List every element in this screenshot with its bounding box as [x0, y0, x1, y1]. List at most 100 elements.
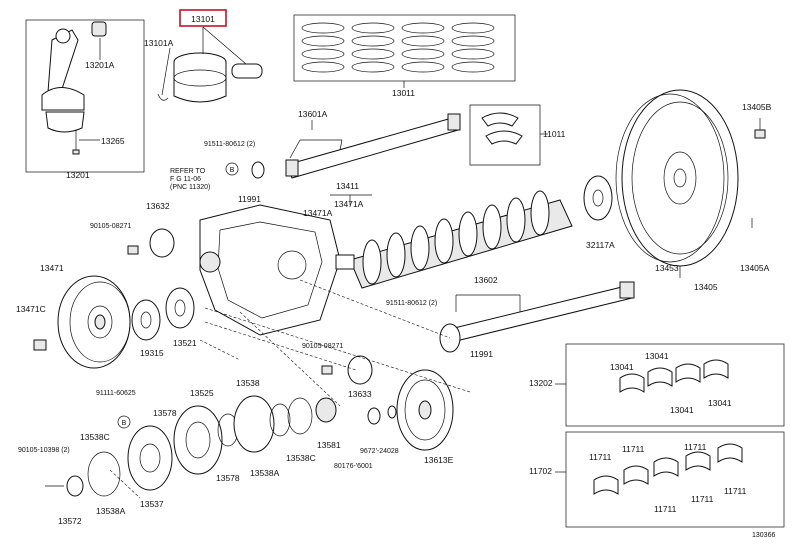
label-13405a[interactable]: 13405A	[740, 263, 770, 273]
label-13405[interactable]: 13405	[694, 282, 718, 292]
label-9672-24028[interactable]: 9672'-24028	[360, 448, 399, 455]
label-11711-a[interactable]: 11711	[589, 452, 612, 462]
label-refer-fig[interactable]: F G 11-06	[170, 176, 201, 183]
label-11711-f[interactable]: 11711	[654, 504, 677, 514]
label-13471a-left[interactable]: 13471A	[303, 208, 333, 218]
label-13471[interactable]: 13471	[40, 263, 64, 273]
piston-ring	[401, 22, 445, 34]
label-13538[interactable]: 13538	[236, 378, 260, 388]
label-13265[interactable]: 13265	[101, 136, 125, 146]
label-refer-pnc[interactable]: (PNC 11320)	[170, 184, 210, 191]
bearing-set-boxes	[555, 343, 785, 528]
label-13538c-right[interactable]: 13538C	[286, 453, 316, 463]
label-13202[interactable]: 13202	[529, 378, 553, 388]
camshaft-upper	[285, 113, 461, 179]
label-19315[interactable]: 19315	[140, 348, 164, 358]
crank-web	[482, 204, 502, 250]
label-11711-d[interactable]: 11711	[691, 494, 714, 504]
rod-bearing-shell	[623, 465, 649, 485]
label-13537[interactable]: 13537	[140, 499, 164, 509]
label-90105-08271-upper[interactable]: 90105-08271	[90, 223, 131, 230]
label-13201a[interactable]: 13201A	[85, 60, 115, 70]
gears-19315-13521	[131, 287, 195, 341]
crank-web	[434, 218, 454, 264]
label-13525[interactable]: 13525	[190, 388, 214, 398]
label-13201[interactable]: 13201	[66, 170, 90, 180]
label-11991-upper[interactable]: 11991	[238, 194, 261, 204]
label-11711-e[interactable]: 11711	[724, 486, 747, 496]
label-13101[interactable]: 13101	[191, 14, 215, 24]
piston-ring	[351, 22, 395, 34]
crank-web	[530, 190, 550, 236]
circle-b-text-2: B	[122, 420, 127, 427]
label-13405b[interactable]: 13405B	[742, 102, 772, 112]
circle-marker-b-1: B	[225, 162, 239, 176]
piston-ring	[351, 61, 395, 73]
label-11991-lower[interactable]: 11991	[470, 349, 493, 359]
label-13613e[interactable]: 13613E	[424, 455, 454, 465]
main-bearing-shell	[647, 367, 673, 387]
crank-web	[410, 225, 430, 271]
label-11711-c[interactable]: 11711	[684, 442, 707, 452]
label-32117a[interactable]: 32117A	[586, 240, 615, 250]
label-13471c[interactable]: 13471C	[16, 304, 46, 314]
crank-pulley-illustration	[33, 275, 131, 369]
piston-ring	[301, 48, 345, 60]
rod-bearing-shell	[685, 451, 711, 471]
camshaft-lower	[439, 281, 635, 353]
label-refer-to[interactable]: REFER TO	[170, 168, 206, 175]
label-91511-80612-upper[interactable]: 91511-80612 (2)	[204, 141, 255, 148]
label-11702[interactable]: 11702	[529, 466, 552, 476]
label-13538a-right[interactable]: 13538A	[250, 468, 280, 478]
label-13602[interactable]: 13602	[474, 275, 498, 285]
label-11011[interactable]: 11011	[543, 129, 566, 139]
main-bearing-shell	[703, 359, 729, 379]
label-13041-top[interactable]: 13041	[645, 351, 669, 361]
label-13633[interactable]: 13633	[348, 389, 372, 399]
label-13011[interactable]: 13011	[392, 88, 415, 98]
label-13581[interactable]: 13581	[317, 440, 341, 450]
label-13101a[interactable]: 13101A	[144, 38, 174, 48]
label-91511-80612-lower[interactable]: 91511-80612 (2)	[386, 300, 437, 307]
rod-bearing-shell	[653, 457, 679, 477]
label-13041-left[interactable]: 13041	[610, 362, 634, 372]
label-13578-top[interactable]: 13578	[153, 408, 177, 418]
main-bearing-shell	[619, 373, 645, 393]
label-13041-bottom[interactable]: 13041	[670, 405, 694, 415]
label-13471a-right[interactable]: 13471A	[334, 199, 364, 209]
piston-ring	[401, 61, 445, 73]
front-gear-train	[45, 369, 454, 497]
label-13453[interactable]: 13453	[655, 263, 679, 273]
label-13538c-left[interactable]: 13538C	[80, 432, 110, 442]
rod-bearing-shell	[717, 443, 743, 463]
label-91111-60625[interactable]: 91111-60625	[96, 390, 136, 397]
timing-cover-illustration	[199, 204, 341, 336]
label-13538a-left[interactable]: 13538A	[96, 506, 126, 516]
label-13632[interactable]: 13632	[146, 201, 170, 211]
piston-illustration	[157, 26, 263, 103]
piston-pin	[231, 63, 263, 79]
gear-13633	[321, 355, 373, 385]
rod-bearing-shell	[593, 475, 619, 495]
label-11711-b[interactable]: 11711	[622, 444, 645, 454]
label-90105-10398[interactable]: 90105-10398 (2)	[18, 447, 70, 454]
label-80176-6001[interactable]: 80176-'6001	[334, 463, 373, 470]
piston-ring	[351, 35, 395, 47]
label-13572[interactable]: 13572	[58, 516, 82, 526]
label-13041-right[interactable]: 13041	[708, 398, 732, 408]
label-13578-bottom[interactable]: 13578	[216, 473, 240, 483]
piston-ring	[301, 61, 345, 73]
label-13601a[interactable]: 13601A	[298, 109, 328, 119]
bearing-shells-11011	[469, 104, 548, 166]
flywheel-illustration	[615, 89, 766, 278]
piston-ring	[451, 48, 495, 60]
label-90105-08271-lower[interactable]: 90105-08271	[302, 343, 343, 350]
label-13521[interactable]: 13521	[173, 338, 197, 348]
crank-web	[506, 197, 526, 243]
piston-ring	[451, 22, 495, 34]
crank-web	[362, 239, 382, 285]
crank-web	[458, 211, 478, 257]
label-13411[interactable]: 13411	[336, 181, 359, 191]
